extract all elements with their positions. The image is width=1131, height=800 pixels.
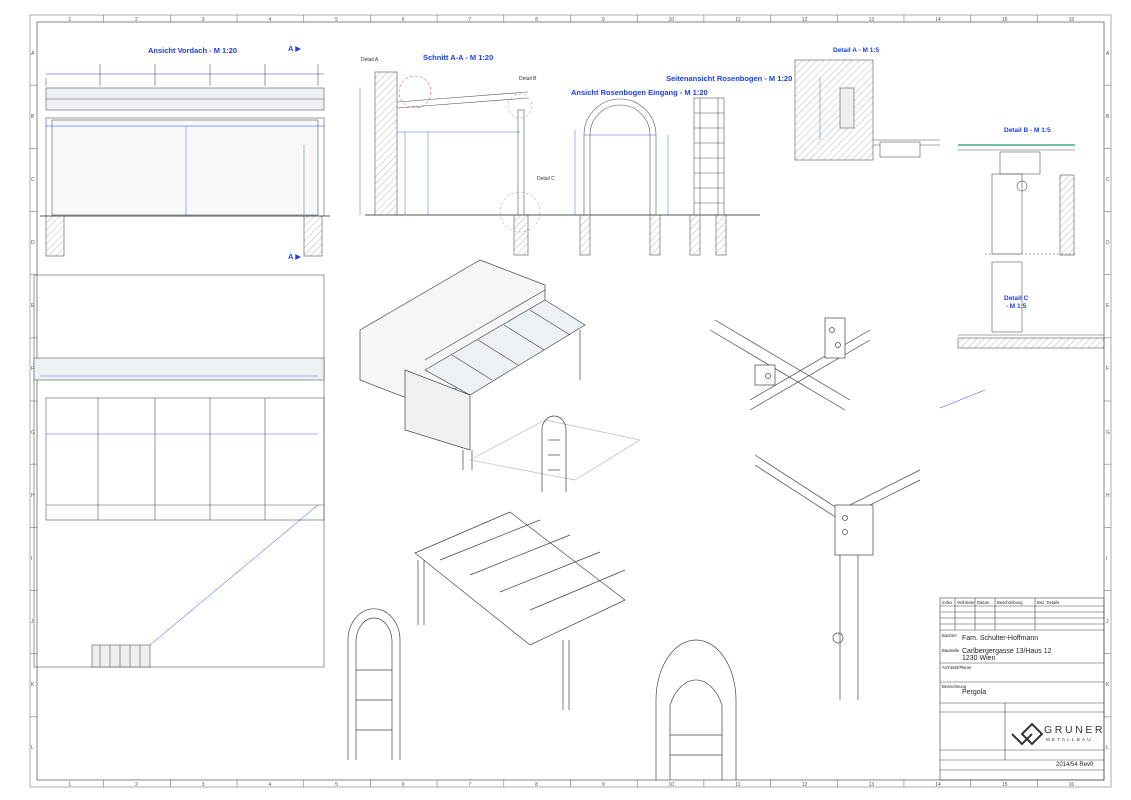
grid-row-label: I — [1106, 555, 1108, 562]
grid-column-label: 6 — [401, 17, 405, 23]
detail-b-title: Detail B - M 1:5 — [1004, 127, 1051, 134]
detail-a-title: Detail A - M 1:5 — [833, 47, 880, 54]
grid-row-label: A — [31, 50, 35, 57]
rose-side-view-title: Seitenansicht Rosenbogen - M 1:20 — [666, 74, 793, 83]
site-address-line-2: 1230 Wien — [962, 655, 996, 662]
grid-row-label: D — [31, 240, 35, 247]
grid-column-label: 4 — [268, 17, 272, 23]
rose-arch-entry-drawing — [574, 98, 669, 256]
revision-header-description: Beschreibung — [997, 600, 1023, 605]
grid-column-label: 12 — [801, 17, 808, 23]
grid-row-label: E — [31, 303, 35, 310]
title-block-lines — [939, 597, 1105, 781]
grid-column-label: 1 — [68, 782, 72, 788]
site-label: Baustelle — [942, 648, 960, 653]
grid-column-label: 16 — [1068, 17, 1075, 23]
grid-column-label: 9 — [601, 17, 605, 23]
grid-row-label: G — [1106, 429, 1110, 436]
section-marker-top: A ▶ — [288, 44, 301, 53]
detail-c-title: Detail C - M 1:5 — [1004, 295, 1029, 310]
detail-a-drawing — [794, 59, 940, 161]
detail-a-callout: Detail A — [361, 57, 379, 63]
grid-column-label: 13 — [868, 782, 875, 788]
grid-row-label: H — [31, 492, 35, 499]
detail-b-c-drawing — [939, 144, 1105, 409]
front-view-title: Ansicht Vordach - M 1:20 — [148, 46, 238, 55]
revision-header-details: Bez. Details — [1037, 600, 1060, 605]
grid-column-label: 7 — [468, 17, 472, 23]
grid-column-label: 2 — [135, 17, 138, 23]
grid-column-label: 14 — [935, 17, 941, 23]
iso-pergola-drawing — [347, 511, 626, 760]
iso-pergola-wall-drawing — [359, 259, 641, 492]
grid-row-label: F — [31, 366, 35, 373]
grid-column-label: 16 — [1068, 782, 1075, 788]
company-logo-icon — [1011, 722, 1044, 746]
grid-column-label: 10 — [668, 782, 675, 788]
detail-c-callout: Detail C — [537, 176, 555, 182]
grid-column-label: 6 — [401, 782, 405, 788]
grid-row-label: J — [1106, 619, 1109, 626]
grid-row-label: K — [1106, 682, 1110, 689]
grid-column-label: 5 — [335, 782, 338, 788]
designation-label: Bezeichnung — [942, 684, 967, 689]
grid-row-label: L — [31, 745, 34, 752]
grid-column-label: 8 — [535, 17, 538, 23]
grid-row-label: I — [31, 555, 33, 562]
drawing-number: 2014/54 Rev0 — [1056, 762, 1094, 768]
grid-column-label: 12 — [801, 782, 808, 788]
grid-column-label: 11 — [735, 17, 741, 23]
detail-b-callout: Detail B — [519, 76, 537, 82]
grid-column-label: 10 — [668, 17, 675, 23]
grid-column-label: 13 — [868, 17, 875, 23]
grid-column-label: 3 — [201, 782, 205, 788]
front-view-drawing — [40, 64, 330, 257]
iso-joint-detail-drawing — [655, 317, 921, 780]
revision-header-date: Datum — [977, 600, 990, 605]
section-view-title: Schnitt A-A - M 1:20 — [423, 53, 494, 62]
plan-view-drawing — [33, 274, 325, 668]
grid-row-label: B — [31, 113, 35, 120]
rose-arch-side-drawing — [689, 97, 727, 256]
grid-row-label: B — [1106, 113, 1110, 120]
grid-column-label: 11 — [735, 782, 741, 788]
company-logo-subtitle: METALLBAU — [1046, 737, 1093, 742]
grid-row-label: G — [31, 429, 35, 436]
grid-row-label: J — [31, 619, 34, 626]
grid-column-label: 2 — [135, 782, 138, 788]
designation-value: Pergola — [962, 689, 987, 696]
revision-header-author: Verfasser — [957, 600, 975, 605]
grid-row-label: K — [31, 682, 35, 689]
grid-column-label: 15 — [1001, 782, 1008, 788]
grid-column-label: 4 — [268, 782, 272, 788]
section-marker-bottom: A ▶ — [288, 252, 301, 261]
grid-column-label: 7 — [468, 782, 472, 788]
grid-column-label: 8 — [535, 782, 538, 788]
grid-row-label: C — [1106, 176, 1110, 183]
grid-row-label: F — [1106, 366, 1110, 373]
grid-column-label: 14 — [935, 782, 941, 788]
grid-column-label: 15 — [1001, 17, 1008, 23]
company-logo-word: GRUNER — [1044, 724, 1106, 736]
grid-row-label: L — [1106, 745, 1109, 752]
architect-label: Architekt/Planer — [942, 665, 972, 670]
rose-entry-view-title: Ansicht Rosenbogen Eingang - M 1:20 — [571, 88, 708, 97]
grid-column-label: 5 — [335, 17, 338, 23]
grid-column-label: 9 — [601, 782, 605, 788]
grid-column-label: 3 — [201, 17, 205, 23]
site-address-line-1: Carlbergergasse 13/Haus 12 — [962, 648, 1052, 655]
grid-row-label: E — [1106, 303, 1110, 310]
grid-row-label: H — [1106, 492, 1110, 499]
grid-row-label: D — [1106, 240, 1110, 247]
revision-header-index: Index — [942, 600, 953, 605]
grid-row-label: C — [31, 176, 35, 183]
grid-column-label: 1 — [68, 17, 72, 23]
client-name: Fam. Schulter-Hoffmann — [962, 635, 1039, 642]
grid-row-label: A — [1106, 50, 1110, 57]
client-label: Bauherr — [942, 633, 957, 638]
